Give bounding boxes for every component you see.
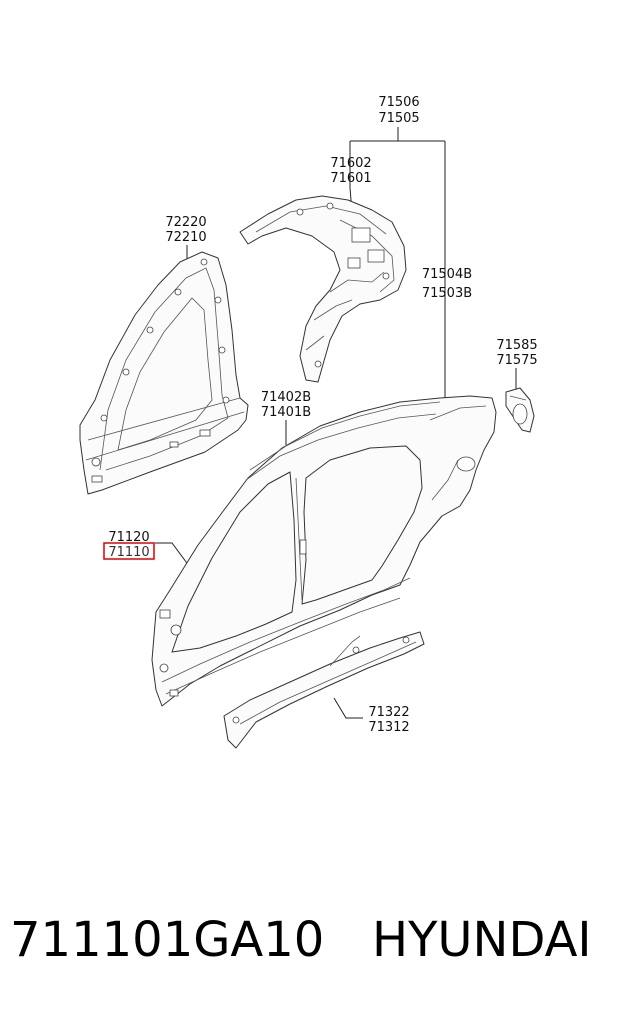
label-71575: 71575 — [496, 353, 537, 368]
label-71602: 71602 — [330, 156, 371, 171]
side-sill-inner-part — [223, 631, 425, 749]
front-pillar-inner-part — [79, 251, 249, 495]
label-71402b: 71402B — [261, 390, 311, 405]
label-71504b: 71504B — [422, 267, 472, 282]
highlight-box — [103, 542, 155, 560]
label-71503b: 71503B — [422, 286, 472, 301]
footer: 711101GA10 HYUNDAI — [0, 900, 620, 980]
fuel-filler-housing-part — [505, 387, 535, 433]
label-71401b: 71401B — [261, 405, 311, 420]
label-71601: 71601 — [330, 171, 371, 186]
label-71322: 71322 — [368, 705, 409, 720]
label-71120: 71120 — [108, 530, 149, 545]
label-71312: 71312 — [368, 720, 409, 735]
side-outer-panel-part — [151, 395, 497, 707]
label-71505: 71505 — [378, 111, 419, 126]
label-72210: 72210 — [165, 230, 206, 245]
part-labels: 71506 71505 71602 71601 72220 72210 7150… — [103, 95, 538, 735]
label-71110: 71110 — [108, 545, 149, 560]
label-71506: 71506 — [378, 95, 419, 110]
label-71585: 71585 — [496, 338, 537, 353]
label-72220: 72220 — [165, 215, 206, 230]
part-number: 711101GA10 — [10, 912, 325, 968]
rear-quarter-inner-part — [239, 195, 407, 383]
parts-diagram: 71506 71505 71602 71601 72220 72210 7150… — [79, 95, 538, 749]
brand-name: HYUNDAI — [372, 912, 592, 968]
